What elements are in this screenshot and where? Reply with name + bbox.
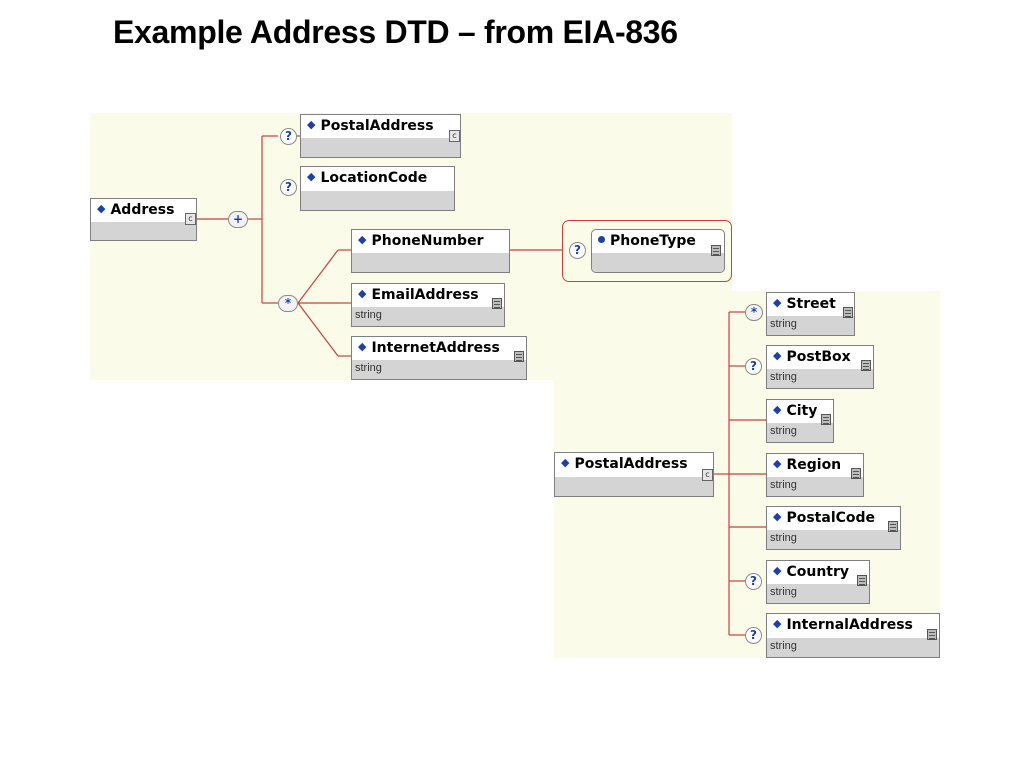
optional-icon: ?: [280, 179, 297, 196]
diamond-icon: ◆: [773, 564, 782, 577]
optional-icon: ?: [745, 627, 762, 644]
postbox-element[interactable]: ◆ PostBox string: [766, 345, 874, 389]
diamond-icon: ◆: [773, 349, 782, 362]
emailaddress-element[interactable]: ◆ EmailAddress string: [351, 283, 505, 327]
simple-type-icon: [927, 629, 937, 640]
node-footer: [555, 476, 713, 496]
optional-icon: ?: [745, 358, 762, 375]
repeat-occurrence-icon: *: [745, 304, 763, 321]
locationcode-element[interactable]: ◆ LocationCode: [300, 166, 455, 211]
node-label: Region: [786, 457, 842, 473]
node-label: InternetAddress: [371, 340, 500, 356]
diamond-icon: ◆: [358, 233, 367, 246]
node-type-label: string: [767, 637, 939, 657]
node-type-label: string: [767, 423, 833, 442]
diamond-icon: ◆: [561, 456, 570, 469]
node-type-label: string: [767, 477, 863, 496]
choice-compositor-icon[interactable]: *: [278, 295, 298, 312]
node-type-label: string: [767, 584, 869, 603]
diamond-icon: ◆: [307, 170, 316, 183]
diamond-icon: ◆: [773, 457, 782, 470]
street-element[interactable]: ◆ Street string: [766, 292, 855, 336]
node-label: PostalAddress: [574, 456, 688, 472]
node-label: PhoneType: [610, 233, 696, 249]
city-element[interactable]: ◆ City string: [766, 399, 834, 443]
node-label: EmailAddress: [371, 287, 479, 303]
node-label: Street: [786, 296, 836, 312]
node-label: PostalCode: [786, 510, 876, 526]
internetaddress-element[interactable]: ◆ InternetAddress string: [351, 336, 527, 380]
page-title: Example Address DTD – from EIA-836: [113, 14, 678, 50]
address-element[interactable]: ◆ Address c: [90, 198, 197, 241]
node-footer: [352, 253, 509, 272]
node-footer: [91, 221, 196, 240]
diamond-icon: ◆: [358, 340, 367, 353]
diamond-icon: ◆: [773, 617, 782, 630]
simple-type-icon: [888, 521, 898, 532]
optional-icon: ?: [280, 128, 297, 145]
simple-type-icon: [514, 351, 524, 362]
simple-type-icon: [851, 468, 861, 479]
complex-type-icon: c: [449, 130, 460, 142]
region-element[interactable]: ◆ Region string: [766, 453, 864, 497]
postaladdress-element[interactable]: ◆ PostalAddress c: [300, 114, 461, 158]
node-label: City: [786, 403, 818, 419]
simple-type-icon: [821, 414, 831, 425]
node-label: PhoneNumber: [371, 233, 484, 249]
node-type-label: string: [352, 307, 504, 326]
diamond-icon: ◆: [773, 296, 782, 309]
node-label: InternalAddress: [786, 617, 913, 633]
postaladdress-root-element[interactable]: ◆ PostalAddress c: [554, 452, 714, 497]
diamond-icon: ◆: [773, 510, 782, 523]
simple-type-icon: [843, 307, 853, 318]
diamond-icon: ◆: [358, 287, 367, 300]
internaladdress-element[interactable]: ◆ InternalAddress string: [766, 613, 940, 658]
node-footer: [301, 190, 454, 210]
node-footer: [301, 138, 460, 157]
node-label: Address: [110, 202, 175, 218]
simple-type-icon: [861, 360, 871, 371]
simple-type-icon: [711, 245, 721, 256]
node-type-label: string: [767, 530, 900, 549]
postalcode-element[interactable]: ◆ PostalCode string: [766, 506, 901, 550]
diamond-icon: ◆: [97, 202, 106, 215]
phonetype-attribute[interactable]: PhoneType: [591, 229, 725, 273]
node-footer: [592, 253, 724, 272]
country-element[interactable]: ◆ Country string: [766, 560, 870, 604]
sequence-compositor-icon[interactable]: +: [228, 211, 248, 228]
node-label: PostalAddress: [320, 118, 434, 134]
node-type-label: string: [767, 369, 873, 388]
node-label: LocationCode: [320, 170, 428, 186]
node-label: PostBox: [786, 349, 851, 365]
node-type-label: string: [767, 316, 854, 335]
diamond-icon: ◆: [773, 403, 782, 416]
optional-icon: ?: [569, 242, 586, 259]
simple-type-icon: [492, 298, 502, 309]
node-type-label: string: [352, 360, 526, 379]
attribute-dot-icon: [598, 236, 605, 243]
simple-type-icon: [857, 575, 867, 586]
phonenumber-element[interactable]: ◆ PhoneNumber: [351, 229, 510, 273]
complex-type-icon: c: [185, 213, 196, 225]
complex-type-icon: c: [702, 469, 713, 481]
optional-icon: ?: [745, 573, 762, 590]
diamond-icon: ◆: [307, 118, 316, 131]
node-label: Country: [786, 564, 850, 580]
